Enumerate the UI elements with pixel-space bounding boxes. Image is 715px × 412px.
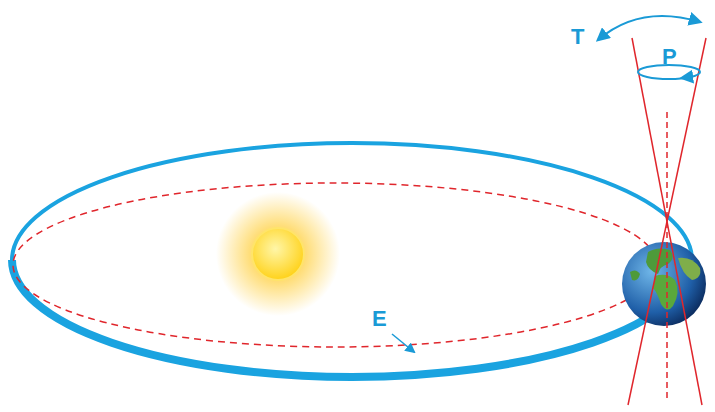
sun-glow [216,192,340,316]
axis-line [628,38,706,405]
tilt-arrow [598,16,700,40]
land [630,270,640,280]
orbit-front [12,260,692,377]
sun [252,228,304,280]
orbit-back [12,143,692,260]
axis-dashed [666,112,668,400]
leader-line [392,334,414,352]
symbol-label: T [571,26,584,48]
symbol-label: E [372,308,387,330]
earth [622,242,706,326]
orbit-plane [13,183,657,347]
symbol-label: P [662,46,677,68]
land [678,258,700,280]
precession-arrow [682,77,690,78]
land [653,275,678,310]
